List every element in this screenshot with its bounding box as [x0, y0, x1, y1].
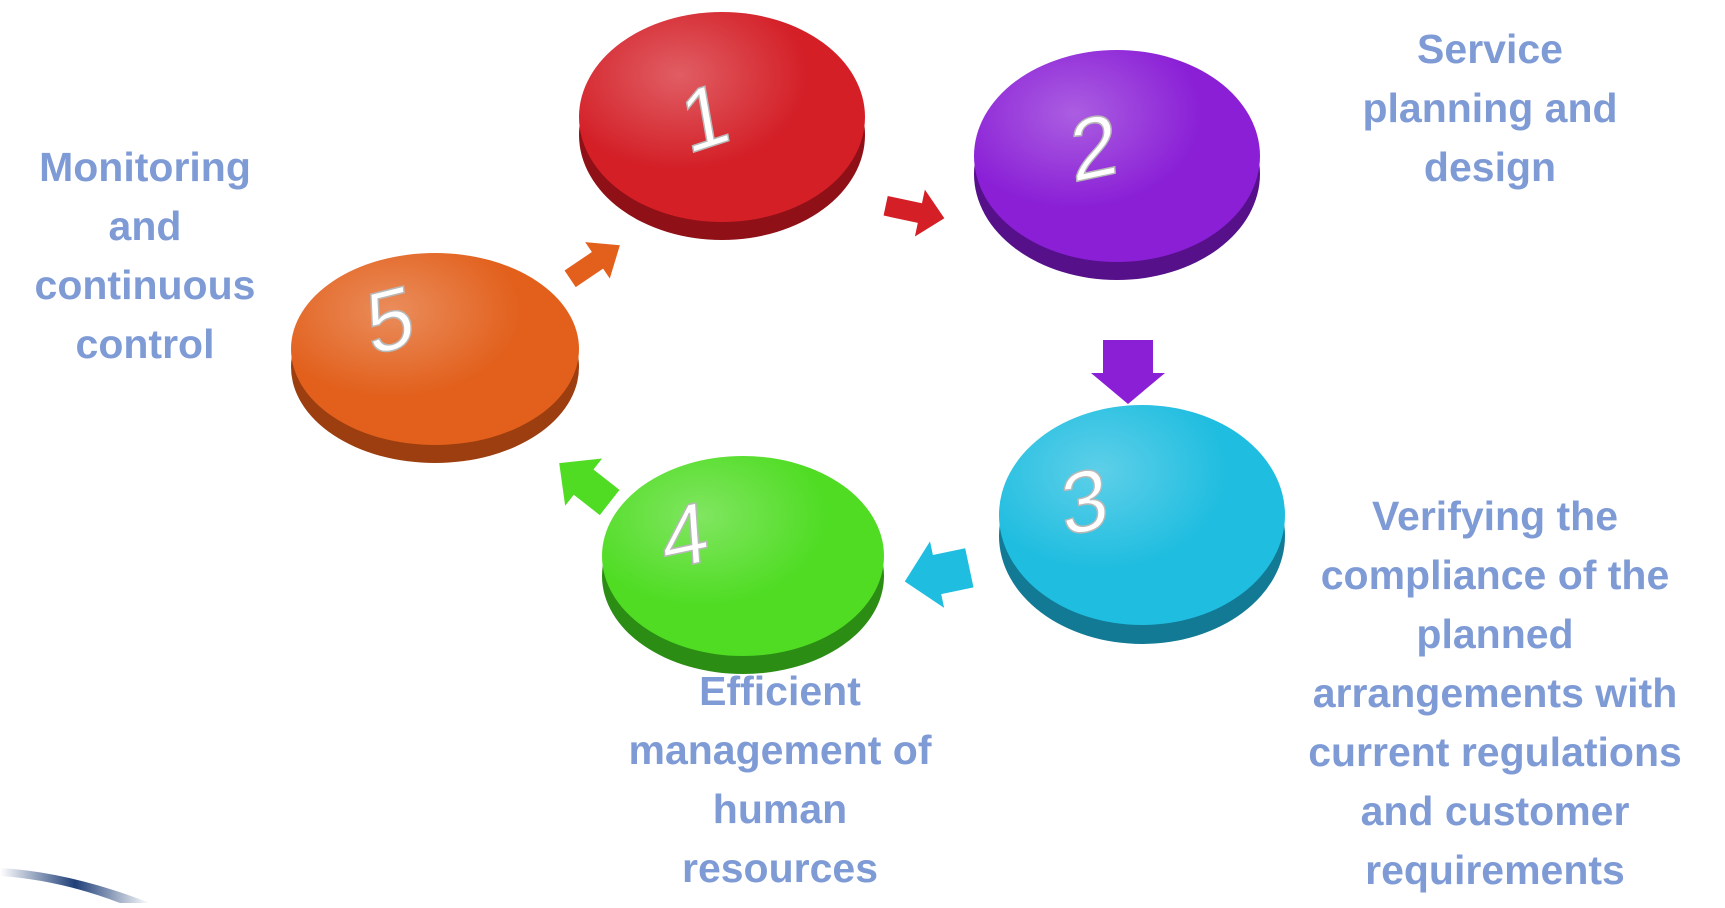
step-disc-1: 1 [579, 12, 865, 240]
arrow-5-to-1 [564, 242, 620, 288]
disc-5-numeral: 5 [362, 267, 418, 375]
step-disc-5: 5 [291, 253, 579, 463]
arrow-2-to-3 [1091, 340, 1165, 404]
step-disc-4: 4 [602, 456, 884, 674]
disc-3-numeral: 3 [1058, 449, 1112, 555]
step-disc-2: 2 [974, 50, 1260, 280]
step-disc-3: 3 [999, 405, 1285, 644]
arrow-1-to-2 [883, 189, 945, 237]
label-monitoring-and-continuous-control: Monitoring and continuous control [34, 144, 256, 367]
label-service-planning-and-design: Service planning and design [1362, 26, 1618, 190]
label-verifying-compliance: Verifying the compliance of the planned … [1308, 493, 1682, 893]
label-efficient-management-of-human-resources: Efficient management of human resources [628, 668, 932, 891]
arrow-3-to-4 [904, 541, 974, 608]
arrow-4-to-5 [559, 458, 620, 516]
disc-4-numeral: 4 [658, 483, 712, 589]
decorative-swoosh [0, 868, 150, 903]
disc-2-numeral: 2 [1067, 95, 1121, 201]
